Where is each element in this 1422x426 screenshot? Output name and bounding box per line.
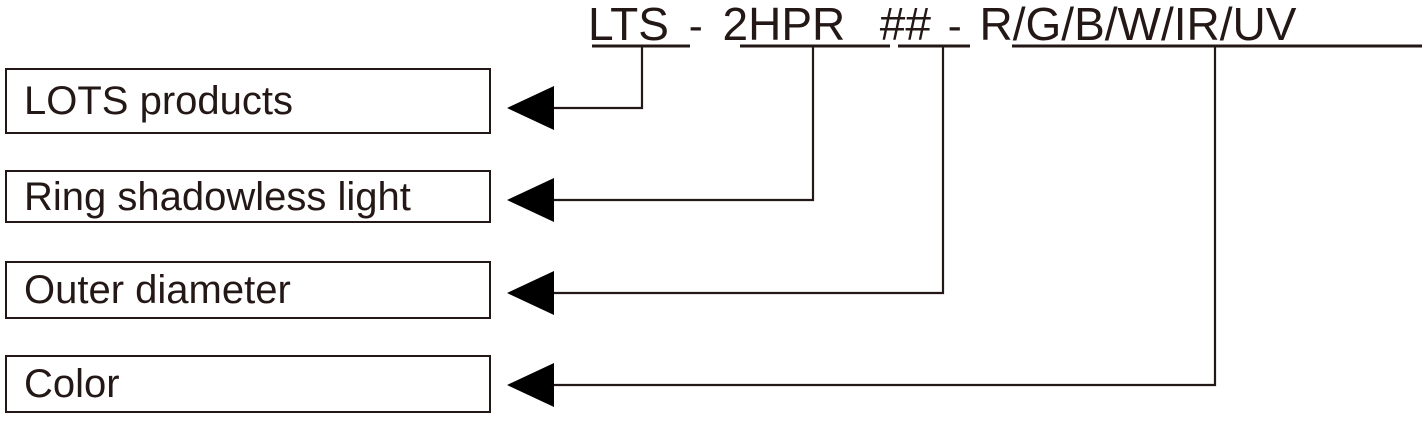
leader-line-diameter — [553, 47, 945, 295]
callout-label-color: Color — [24, 362, 120, 406]
arrowhead-series — [507, 86, 554, 130]
leader-line-color — [553, 47, 1217, 387]
segment-model-text: 2HPR — [722, 0, 846, 50]
arrowhead-diameter — [507, 271, 554, 315]
segment-color-text: R/G/B/W/IR/UV — [979, 0, 1297, 50]
callout-box-lots-products: LOTS products — [5, 68, 491, 134]
callout-box-color: Color — [5, 355, 491, 413]
separator-1: - — [688, 2, 703, 49]
separator-2: - — [947, 2, 962, 49]
leader-line-model — [553, 47, 815, 202]
segment-diameter-text: ## — [879, 0, 931, 50]
arrowhead-color — [507, 363, 554, 407]
arrowhead-model — [507, 178, 554, 222]
callout-label-lots-products: LOTS products — [24, 79, 294, 123]
callout-box-ring-shadowless-light: Ring shadowless light — [5, 170, 491, 223]
segment-series-text: LTS — [588, 0, 669, 50]
callout-label-ring-shadowless-light: Ring shadowless light — [24, 174, 411, 219]
part-number-line: LTS - 2HPR ## - R/G/B/W/IR/UV — [0, 0, 1422, 58]
callout-box-outer-diameter: Outer diameter — [5, 261, 491, 319]
callout-label-outer-diameter: Outer diameter — [24, 268, 291, 312]
